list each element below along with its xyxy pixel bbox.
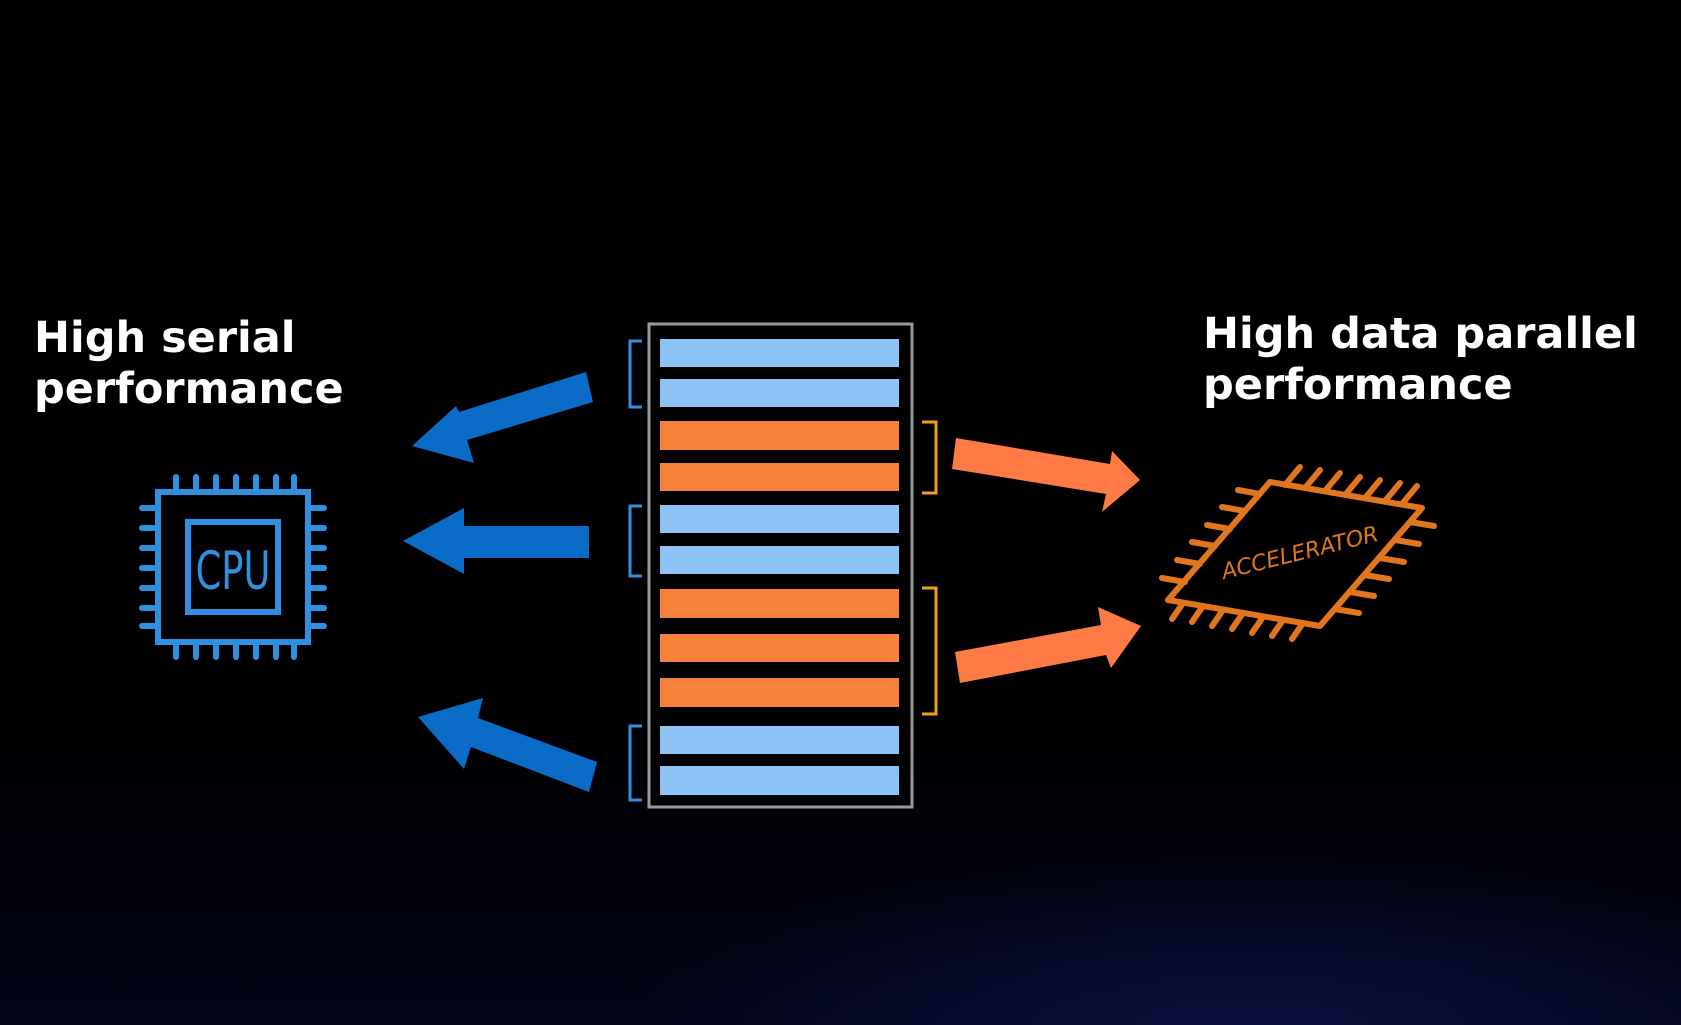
serial-performance-heading: High serial performance <box>34 313 344 415</box>
cpu-inner-frame <box>185 519 281 615</box>
accelerator-chip-icon <box>1159 464 1437 642</box>
accelerator-label: ACCELERATOR <box>1217 522 1381 586</box>
accelerator-pins-top <box>1282 464 1420 507</box>
serial-segment <box>660 339 899 367</box>
arrow-to-accelerator-upper <box>952 438 1140 512</box>
serial-segment <box>660 505 899 533</box>
serial-segment <box>660 546 899 574</box>
arrow-to-cpu-lower <box>418 698 597 792</box>
serial-bracket <box>628 724 642 802</box>
parallel-bracket <box>922 420 938 495</box>
cpu-pins-left <box>139 505 161 629</box>
parallel-segment <box>660 463 899 491</box>
cpu-label: CPU <box>196 540 271 602</box>
cpu-pins-right <box>305 505 327 629</box>
accelerator-pins-bottom <box>1169 600 1306 642</box>
accelerator-pins-right <box>1332 519 1437 616</box>
parallel-performance-heading: High data parallel performance <box>1203 309 1638 411</box>
accelerator-arrows <box>952 438 1141 683</box>
parallel-heading-line-1: High data parallel <box>1203 309 1638 359</box>
serial-heading-line-1: High serial <box>34 313 296 363</box>
parallel-segment <box>660 634 899 662</box>
parallel-segment <box>660 421 899 450</box>
arrow-to-accelerator-lower <box>955 607 1141 683</box>
arrow-to-cpu-upper <box>412 372 593 463</box>
serial-segment <box>660 766 899 795</box>
accelerator-frame <box>1165 479 1425 629</box>
parallel-segment <box>660 589 899 618</box>
workload-stack-frame <box>647 322 914 809</box>
accelerator-pins-left <box>1159 487 1263 585</box>
serial-segment <box>660 726 899 754</box>
serial-bracket <box>628 339 642 409</box>
cpu-chip-icon <box>139 474 327 660</box>
serial-segment <box>660 379 899 407</box>
cpu-pins-bottom <box>173 639 297 660</box>
cpu-arrows <box>403 372 597 792</box>
serial-brackets <box>628 339 642 802</box>
parallel-bracket <box>922 586 938 716</box>
cpu-pins-top <box>173 474 297 495</box>
serial-heading-line-2: performance <box>34 364 344 414</box>
parallel-heading-line-2: performance <box>1203 360 1513 410</box>
workload-segments <box>660 339 899 795</box>
parallel-brackets <box>922 420 938 716</box>
serial-bracket <box>628 504 642 578</box>
arrow-to-cpu-middle <box>403 508 589 574</box>
parallel-segment <box>660 678 899 707</box>
